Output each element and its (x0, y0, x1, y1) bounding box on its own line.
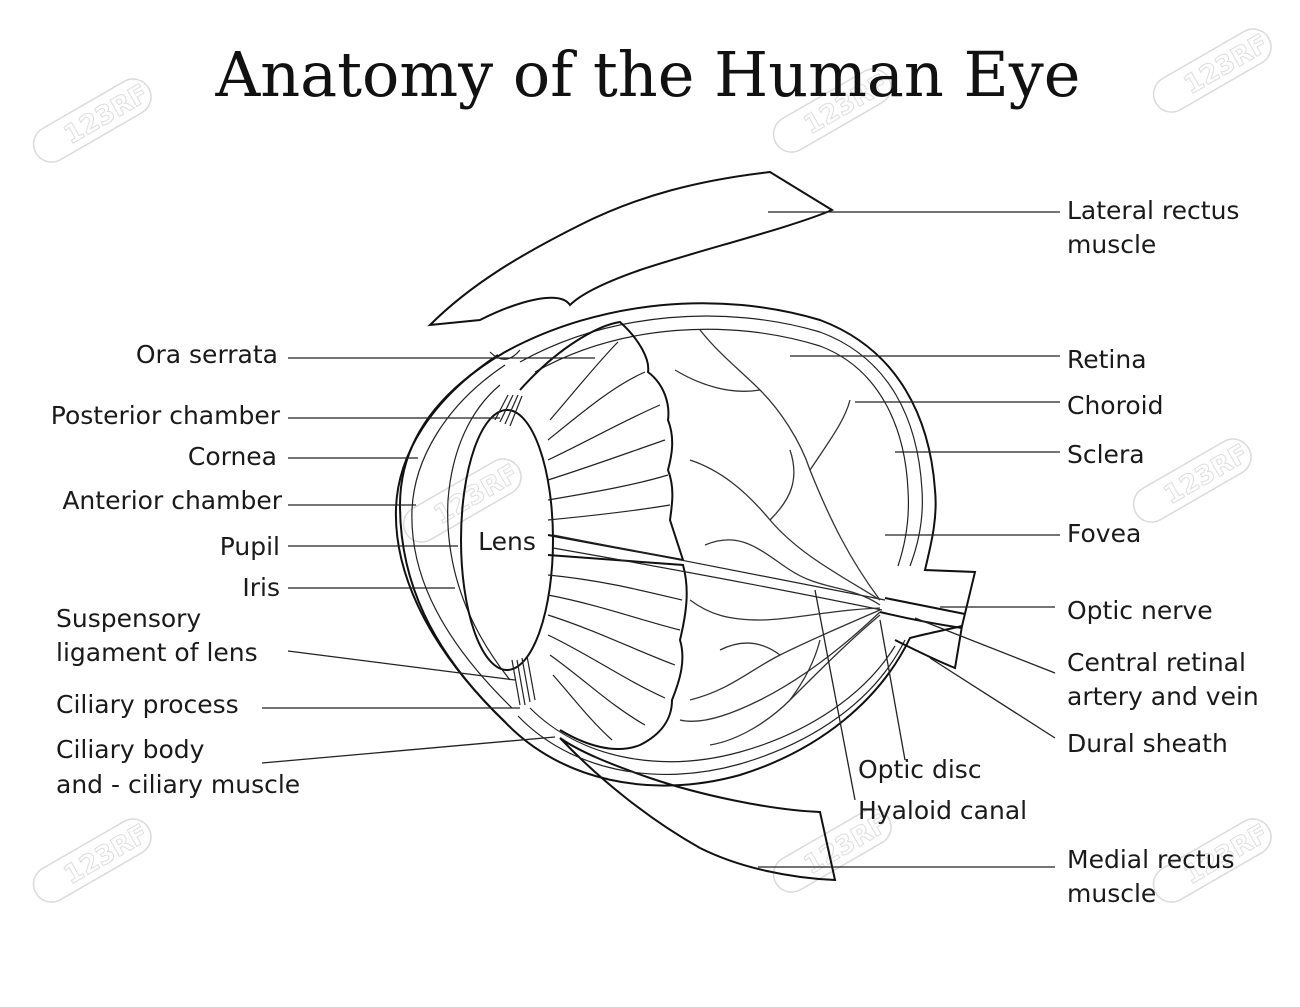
watermark-mark: 123RF (1152, 28, 1274, 113)
leader-ciliary-body (261, 736, 556, 764)
label-lateral-rectus-line2: muscle (1067, 230, 1156, 259)
ciliary-fold-lines-top (547, 341, 671, 521)
label-hyaloid-canal: Hyaloid canal (858, 796, 1027, 825)
ora-serrata-notch (489, 349, 521, 360)
label-choroid: Choroid (1067, 391, 1163, 420)
medial-rectus-muscle-shape (559, 737, 837, 882)
lens-shape (460, 409, 554, 671)
label-ciliary-body-line1: Ciliary body (56, 735, 205, 764)
choroid-outline (519, 315, 923, 567)
label-optic-nerve: Optic nerve (1067, 596, 1213, 625)
label-pupil: Pupil (220, 532, 280, 561)
leader-central-retinal (914, 617, 1056, 674)
label-suspensory-line1: Suspensory (56, 604, 201, 633)
leader-suspensory (287, 650, 516, 681)
label-medial-rectus-line2: muscle (1067, 879, 1156, 908)
lens-label: Lens (478, 527, 536, 556)
label-sclera: Sclera (1067, 440, 1145, 469)
watermark-mark: 123RF (32, 818, 154, 903)
choroid-outline-lower (517, 639, 906, 775)
hyaloid-canal-shape (552, 534, 886, 611)
labels-right: Lateral rectus muscle Retina Choroid Scl… (1067, 196, 1259, 908)
cornea-inner-outline (411, 364, 513, 709)
leader-hyaloid-canal (814, 589, 856, 801)
label-optic-disc: Optic disc (858, 755, 982, 784)
leader-optic-disc (879, 619, 906, 761)
label-ora-serrata: Ora serrata (136, 340, 278, 369)
retina-outline (534, 328, 910, 567)
label-central-retinal-line1: Central retinal (1067, 648, 1246, 677)
sclera-outline (398, 302, 977, 787)
label-ciliary-body-line2: and - ciliary muscle (56, 770, 300, 799)
label-cornea: Cornea (188, 442, 277, 471)
leader-lines (261, 211, 1060, 868)
eye-illustration: Lens (394, 170, 977, 882)
iris-shape (447, 384, 511, 681)
label-central-retinal-line2: artery and vein (1067, 682, 1259, 711)
ciliary-fold-lines-bottom (547, 574, 683, 741)
diagram-title: Anatomy of the Human Eye (214, 38, 1080, 111)
suspensory-ligament-top (494, 394, 523, 427)
label-ciliary-process: Ciliary process (56, 690, 239, 719)
label-posterior-chamber: Posterior chamber (51, 401, 281, 430)
lateral-rectus-muscle-shape (427, 170, 835, 327)
watermark-mark: 123RF (1132, 438, 1254, 523)
labels-bottom: Optic disc Hyaloid canal (858, 755, 1027, 825)
suspensory-ligament-bottom (511, 655, 536, 706)
watermark-mark: 123RF (32, 78, 154, 163)
label-fovea: Fovea (1067, 519, 1141, 548)
leader-dural-sheath (929, 657, 1056, 739)
label-medial-rectus-line1: Medial rectus (1067, 845, 1235, 874)
label-lateral-rectus-line1: Lateral rectus (1067, 196, 1239, 225)
cornea-outline (394, 354, 506, 723)
label-retina: Retina (1067, 345, 1147, 374)
label-suspensory-line2: ligament of lens (56, 638, 258, 667)
label-anterior-chamber: Anterior chamber (62, 486, 282, 515)
ciliary-folds-top (519, 320, 685, 562)
ciliary-folds-bottom (547, 554, 688, 751)
retinal-vessels (674, 329, 881, 746)
retina-outline-lower (529, 645, 896, 763)
label-dural-sheath: Dural sheath (1067, 729, 1228, 758)
optic-nerve-shape (879, 597, 966, 629)
labels-left: Ora serrata Posterior chamber Cornea Ant… (51, 340, 300, 799)
label-iris: Iris (242, 573, 280, 602)
dural-sheath-shape (894, 625, 963, 670)
